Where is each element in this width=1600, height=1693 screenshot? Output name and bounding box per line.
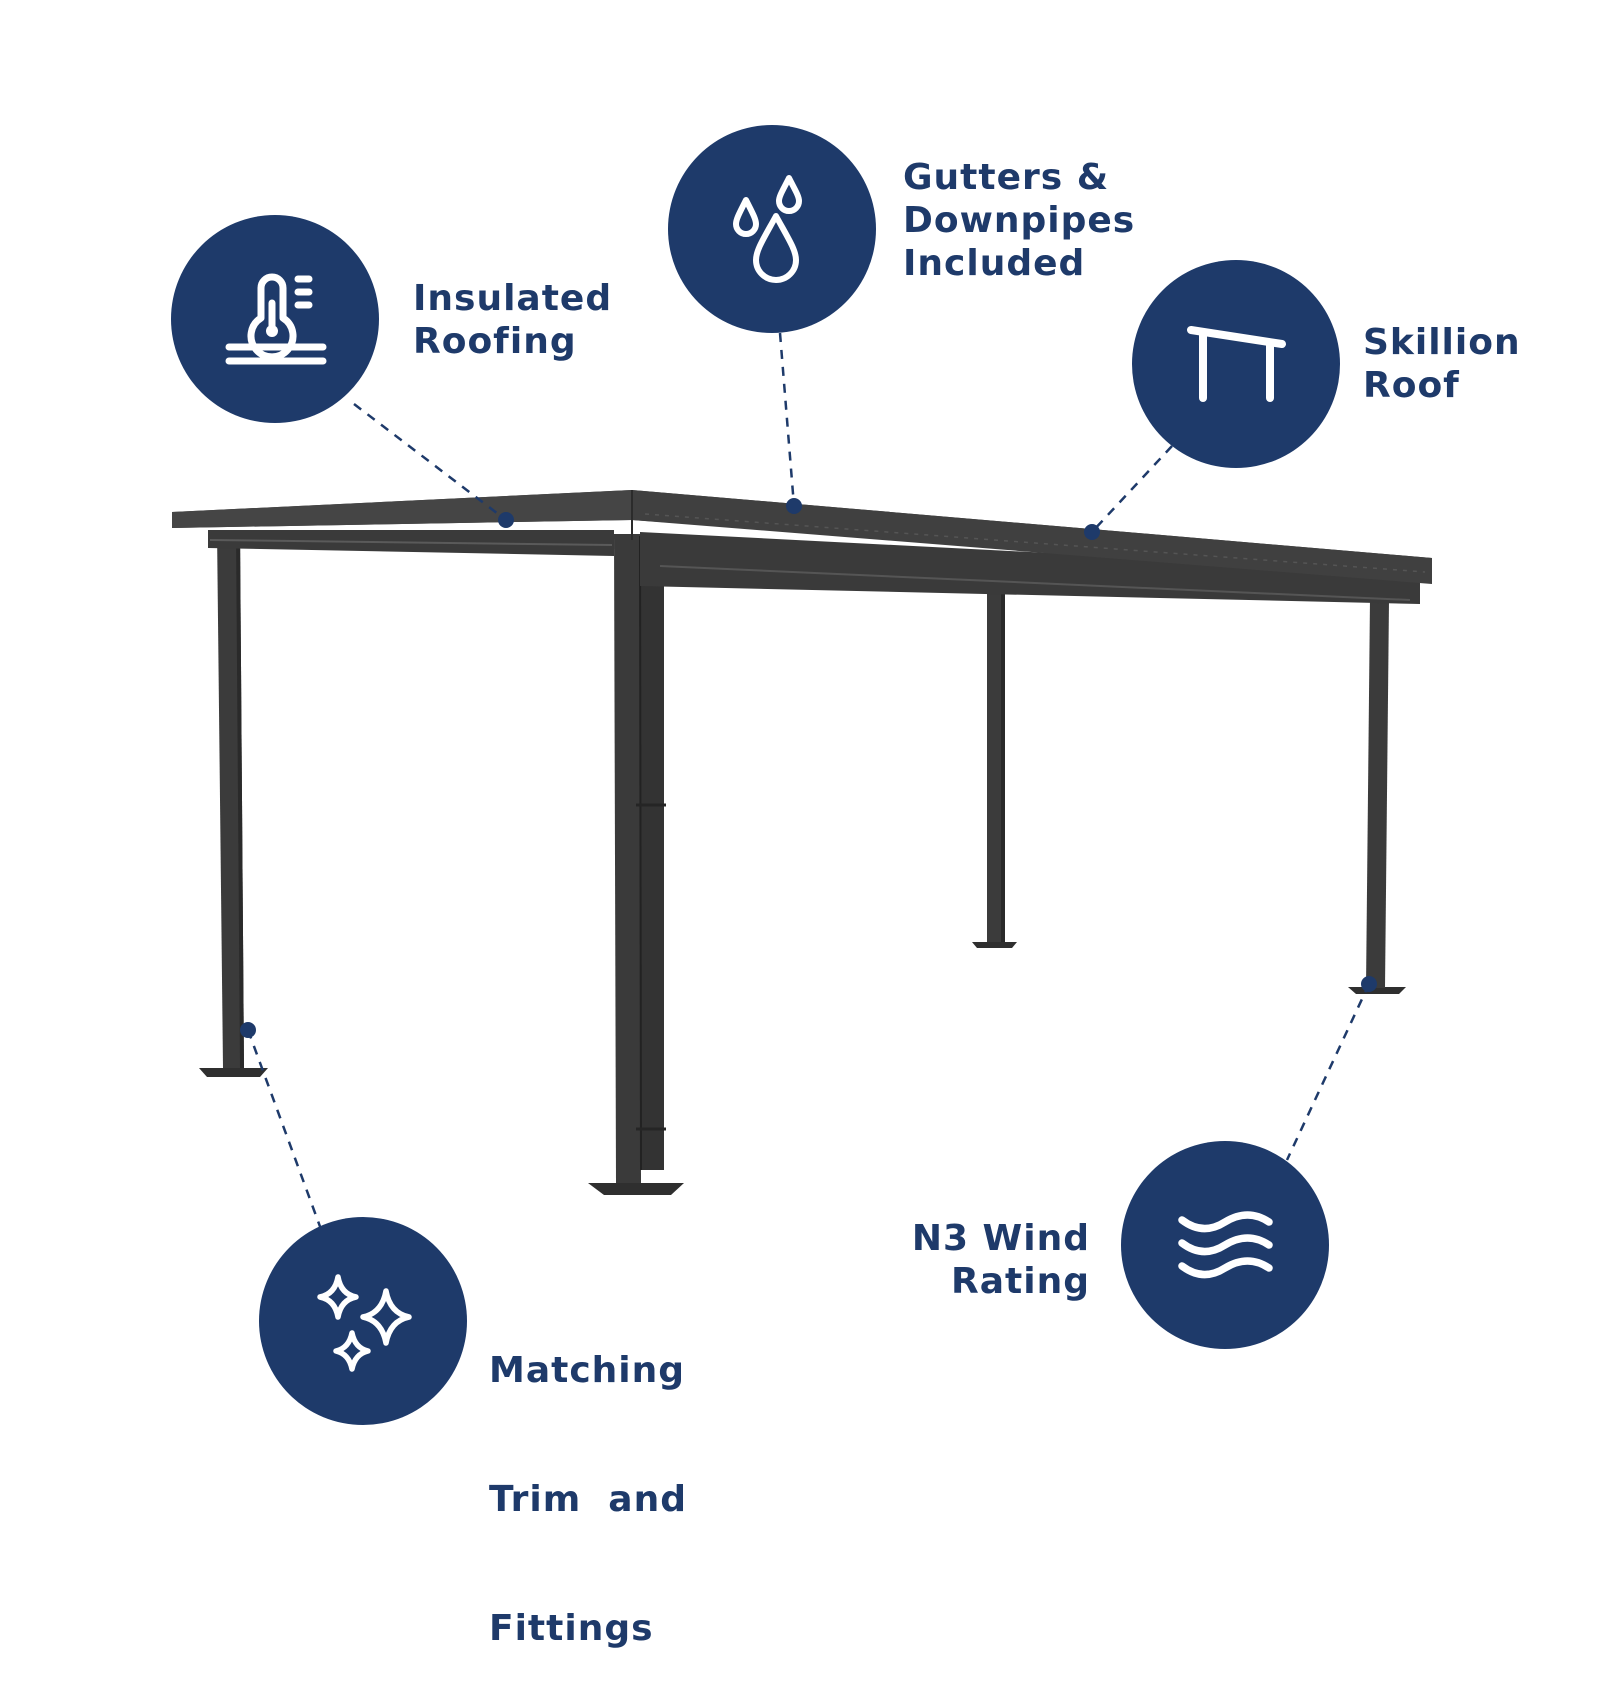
label-gutters-downpipes: Gutters & Downpipes Included <box>903 156 1135 285</box>
callout-line-wind <box>1285 983 1371 1161</box>
callout-dots <box>240 498 1377 1038</box>
post <box>987 586 1005 942</box>
post-seam <box>639 535 642 1171</box>
post <box>640 536 664 1170</box>
callout-dot <box>240 1022 256 1038</box>
post <box>1001 586 1005 942</box>
roof-panel-side <box>632 490 1432 584</box>
label-line: Matching <box>489 1350 686 1391</box>
label-line: Trim and <box>489 1479 687 1520</box>
callout-line-insulated <box>353 403 507 521</box>
base-plate <box>972 942 1017 948</box>
water-drops-icon <box>733 175 802 283</box>
label-line: N3 Wind <box>911 1218 1090 1259</box>
label-matching-trim: Matching Trim and Fittings <box>489 1263 687 1693</box>
callout-dot <box>786 498 802 514</box>
label-insulated-roofing: Insulated Roofing <box>413 277 612 363</box>
post <box>236 530 244 1068</box>
side-beam-edge <box>659 565 1411 601</box>
base-plate <box>1348 987 1406 994</box>
callout-lines <box>246 332 1371 1233</box>
label-line: Included <box>903 243 1086 284</box>
callout-dot <box>1361 976 1377 992</box>
label-line: Insulated <box>413 278 613 319</box>
badge-matching-trim <box>259 1217 467 1425</box>
callout-line-skillion <box>1091 445 1173 533</box>
label-line: Downpipes <box>903 200 1136 241</box>
base-plate <box>588 1183 684 1195</box>
label-line: Skillion <box>1363 322 1521 363</box>
carport-frame <box>172 490 1432 1195</box>
sparkles-icon <box>317 1274 412 1372</box>
callout-line-gutters <box>778 332 796 507</box>
post <box>1366 598 1389 988</box>
label-skillion-roof: Skillion Roof <box>1363 321 1521 407</box>
label-line: Roof <box>1363 365 1460 406</box>
badge-skillion-roof <box>1132 260 1340 468</box>
base-plate <box>199 1068 268 1077</box>
thermometer-insulation-icon <box>225 273 327 365</box>
badge-gutters-downpipes <box>668 125 876 333</box>
feature-diagram <box>171 125 1432 1425</box>
side-beam <box>640 532 1420 604</box>
callout-line-trim <box>246 1029 324 1233</box>
label-line: Gutters & <box>903 157 1110 198</box>
callout-dot <box>1084 524 1100 540</box>
label-line: Fittings <box>489 1608 654 1649</box>
badge-wind-rating <box>1121 1141 1329 1349</box>
label-line: Roofing <box>413 321 577 362</box>
post <box>614 534 641 1183</box>
label-line: Rating <box>951 1261 1090 1302</box>
front-beam-edge <box>209 539 613 546</box>
roof-seam <box>644 513 1426 573</box>
wind-waves-icon <box>1178 1211 1273 1279</box>
roof-panel-front <box>172 490 632 528</box>
skillion-roof-icon <box>1187 326 1286 402</box>
label-wind-rating: N3 Wind Rating <box>912 1217 1090 1303</box>
badge-insulated-roofing <box>171 215 379 423</box>
callout-dot <box>498 512 514 528</box>
